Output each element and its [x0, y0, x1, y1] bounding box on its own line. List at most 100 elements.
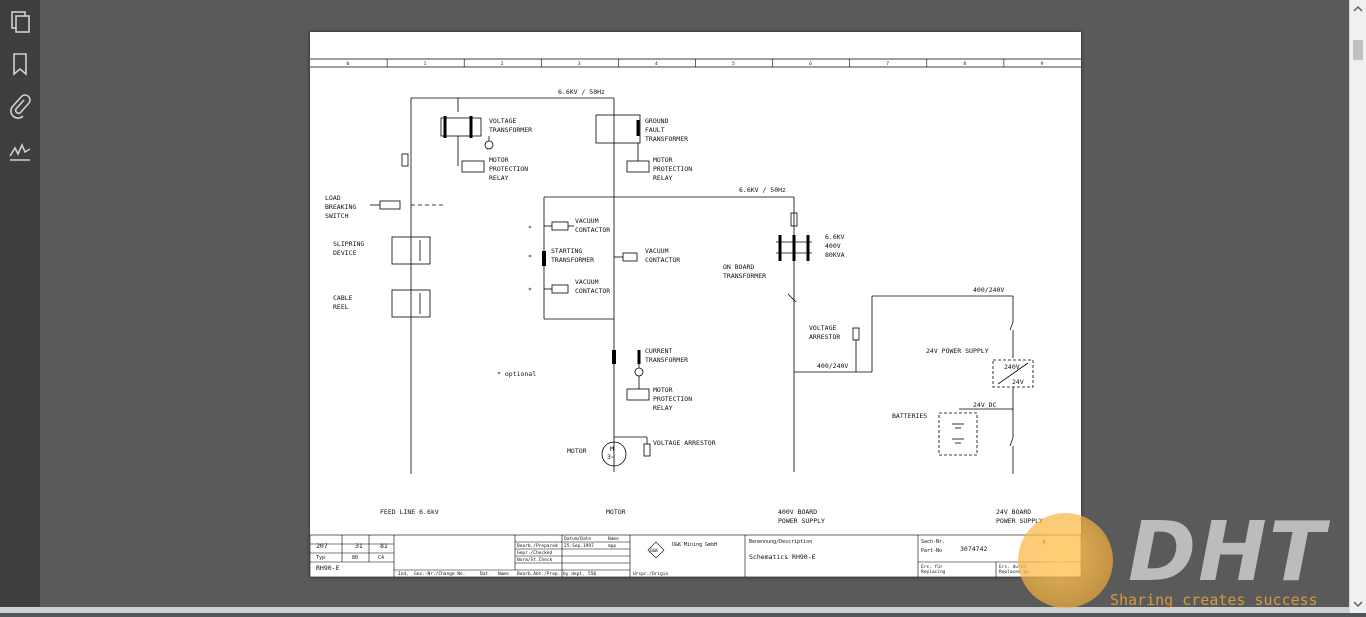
current-transformer-label: CURRENT TRANSFORMER: [645, 347, 688, 364]
vacuum-contactor-label-1: VACUUM CONTACTOR: [575, 217, 610, 234]
svg-text:SLIPRING: SLIPRING: [333, 240, 364, 248]
voltage-400-240-top: 400/240V: [973, 286, 1004, 294]
svg-text:TRANSFORMER: TRANSFORMER: [645, 135, 688, 143]
svg-text:VACUUM: VACUUM: [575, 217, 599, 225]
svg-text:PROTECTION: PROTECTION: [489, 165, 528, 173]
vacuum-contactor-label-3: VACUUM CONTACTOR: [575, 278, 610, 295]
svg-text:POWER SUPPLY: POWER SUPPLY: [996, 517, 1043, 525]
bottom-name-label: Name: [498, 571, 509, 577]
column-number: 3: [578, 61, 581, 67]
starting-transformer-label: STARTING TRANSFORMER: [551, 247, 594, 264]
company-logo: O&K: [650, 548, 658, 554]
voltage-arrestor-label-2: VOLTAGE ARRESTOR: [653, 439, 716, 447]
watermark-logo-icon: [1018, 513, 1113, 608]
svg-text:SWITCH: SWITCH: [325, 212, 349, 220]
replacing-label-1: Ers. für: [921, 564, 943, 570]
svg-text:400V: 400V: [825, 242, 841, 250]
signature-icon[interactable]: [6, 136, 34, 164]
psu-24-label: 24V: [1012, 378, 1024, 386]
column-number: 0: [347, 61, 350, 67]
onboard-rating-label: 6.6KV 400V 80KVA: [825, 233, 845, 259]
psu-240-label: 240V: [1004, 363, 1020, 371]
svg-text:POWER SUPPLY: POWER SUPPLY: [778, 517, 825, 525]
svg-text:PROTECTION: PROTECTION: [653, 395, 692, 403]
motor-protection-relay-label-4: MOTOR PROTECTION RELAY: [653, 386, 692, 412]
typ-cell-1: 80: [352, 555, 358, 561]
title-block: [310, 534, 1081, 577]
column-number: 1: [424, 61, 427, 67]
checked-label: Gepr./Checked: [517, 550, 553, 556]
part-no-label: Part-No: [921, 548, 942, 554]
description-value: Schematics RH90-E: [749, 553, 816, 561]
slipring-label: SLIPRING DEVICE: [333, 240, 364, 257]
bookmark-icon[interactable]: [6, 50, 34, 78]
batteries-label: BATTERIES: [892, 412, 927, 420]
bottom-date-label: Dat.: [480, 571, 491, 577]
optional-star-2: *: [528, 253, 532, 261]
svg-text:400V BOARD: 400V BOARD: [778, 508, 817, 516]
svg-text:ON BOARD: ON BOARD: [723, 263, 754, 271]
voltage-400-240-mid: 400/240V: [817, 362, 848, 370]
svg-text:TRANSFORMER: TRANSFORMER: [489, 126, 532, 134]
svg-text:STARTING: STARTING: [551, 247, 582, 255]
cable-reel-label: CABLE REEL: [333, 294, 353, 311]
onboard-transformer-label: ON BOARD TRANSFORMER: [723, 263, 766, 280]
typ-label: Typ: [316, 555, 325, 561]
voltage-transformer-label: VOLTAGE TRANSFORMER: [489, 117, 532, 134]
scroll-down-icon[interactable]: [1350, 596, 1366, 613]
bottom-index-label: Ind.: [398, 571, 409, 577]
svg-text:MOTOR: MOTOR: [653, 156, 673, 164]
attachment-icon[interactable]: [6, 92, 34, 120]
scroll-up-icon[interactable]: [1350, 0, 1366, 17]
voltage-arrestor-label-1: VOLTAGE ARRESTOR: [809, 324, 840, 341]
vertical-scrollbar[interactable]: [1349, 0, 1366, 613]
rev-cell-1: 207: [316, 542, 328, 550]
svg-text:RELAY: RELAY: [489, 174, 509, 182]
rev-cell-2: 31: [355, 542, 363, 550]
motor-bottom-label: MOTOR: [606, 508, 626, 516]
svg-text:MOTOR: MOTOR: [489, 156, 509, 164]
motor-symbol-m: M: [610, 445, 614, 453]
col-name-label: Name: [608, 536, 619, 542]
bottom-dept-no: 550: [588, 571, 596, 577]
rev-cell-3: 81: [380, 542, 388, 550]
svg-text:6.6KV: 6.6KV: [825, 233, 845, 241]
scroll-thumb[interactable]: [1353, 40, 1363, 60]
svg-text:RELAY: RELAY: [653, 404, 673, 412]
horizontal-scrollbar[interactable]: [0, 607, 1349, 613]
svg-text:LOAD: LOAD: [325, 194, 341, 202]
ground-fault-label: GROUND FAULT TRANSFORMER: [645, 117, 688, 143]
svg-text:GROUND: GROUND: [645, 117, 669, 125]
board-24-label: 24V BOARD POWER SUPPLY: [996, 508, 1043, 525]
column-number: 2: [501, 61, 504, 67]
board-400-label: 400V BOARD POWER SUPPLY: [778, 508, 825, 525]
svg-text:REEL: REEL: [333, 303, 349, 311]
svg-text:VOLTAGE: VOLTAGE: [489, 117, 516, 125]
svg-text:PROTECTION: PROTECTION: [653, 165, 692, 173]
bottom-origin-label: Urspr./Origin: [633, 571, 669, 577]
svg-text:CABLE: CABLE: [333, 294, 353, 302]
load-breaking-switch-label: LOAD BREAKING SWITCH: [325, 194, 356, 220]
motor-label: MOTOR: [567, 447, 587, 455]
model-label: RH90-E: [316, 564, 340, 572]
watermark: DHT Sharing creates success: [1018, 505, 1358, 613]
feed-line-label: FEED LINE 6.6kV: [380, 508, 439, 516]
pages-icon[interactable]: [6, 8, 34, 36]
svg-text:VACUUM: VACUUM: [645, 247, 669, 255]
v24dc-label: 24V DC: [973, 401, 997, 409]
replacing-label-2: Replacing: [921, 569, 946, 575]
watermark-logo-text: DHT: [1128, 505, 1327, 600]
motor-protection-relay-label-1: MOTOR PROTECTION RELAY: [489, 156, 528, 182]
bottom-dept-label: Bearb.Abt./Prep. by dept.: [517, 571, 585, 577]
svg-text:CONTACTOR: CONTACTOR: [575, 226, 610, 234]
column-number: 9: [1040, 61, 1043, 67]
column-number: 8: [963, 61, 966, 67]
svg-text:TRANSFORMER: TRANSFORMER: [551, 256, 594, 264]
prepared-name: mpp: [608, 544, 616, 549]
bottom-change-label: Gez.-Nr./Change-No.: [414, 571, 465, 577]
svg-text:CONTACTOR: CONTACTOR: [575, 287, 610, 295]
svg-text:RELAY: RELAY: [653, 174, 673, 182]
sach-nr-label: Sach-Nr.: [921, 539, 945, 545]
branch-voltage-label: 6.6KV / 50Hz: [739, 186, 786, 194]
optional-note: * optional: [497, 370, 536, 378]
